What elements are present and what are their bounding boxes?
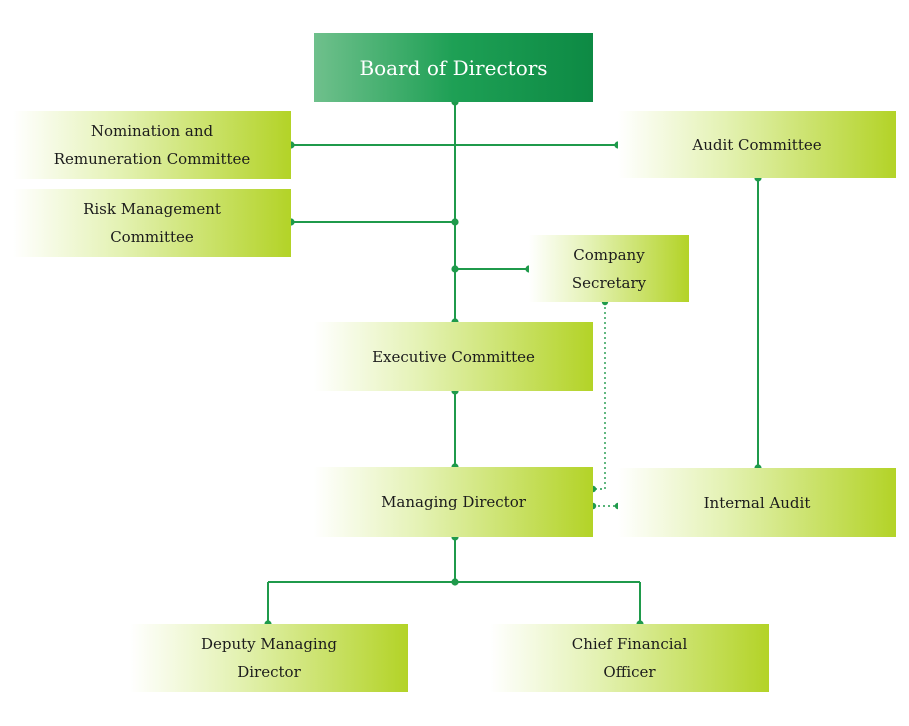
executive-committee-box: Executive Committee — [314, 322, 593, 391]
audit-committee-label: Audit Committee — [692, 135, 822, 154]
executive-committee-label: Executive Committee — [372, 347, 535, 366]
board-of-directors-box: Board of Directors — [314, 33, 593, 102]
board-of-directors-label: Board of Directors — [359, 55, 548, 80]
chief-financial-officer-label: Chief Financial Officer — [571, 635, 688, 681]
managing-director-label: Managing Director — [381, 493, 526, 511]
company-secretary-box: Company Secretary — [529, 235, 689, 302]
risk-management-committee-label: Risk Management Committee — [83, 200, 221, 246]
managing-director-box: Managing Director — [314, 467, 593, 537]
audit-committee-box: Audit Committee — [618, 111, 896, 178]
internal-audit-box: Internal Audit — [618, 468, 896, 537]
nomination-remuneration-committee-box: Nomination and Remuneration Committee — [13, 111, 291, 179]
internal-audit-label: Internal Audit — [703, 493, 811, 512]
risk-management-committee-box: Risk Management Committee — [13, 189, 291, 257]
deputy-managing-director-box: Deputy Managing Director — [130, 624, 408, 692]
chief-financial-officer-box: Chief Financial Officer — [490, 624, 769, 692]
nomination-remuneration-committee-label: Nomination and Remuneration Committee — [53, 122, 251, 168]
company-secretary-label: Company Secretary — [571, 245, 647, 292]
deputy-managing-director-label: Deputy Managing Director — [200, 635, 337, 681]
